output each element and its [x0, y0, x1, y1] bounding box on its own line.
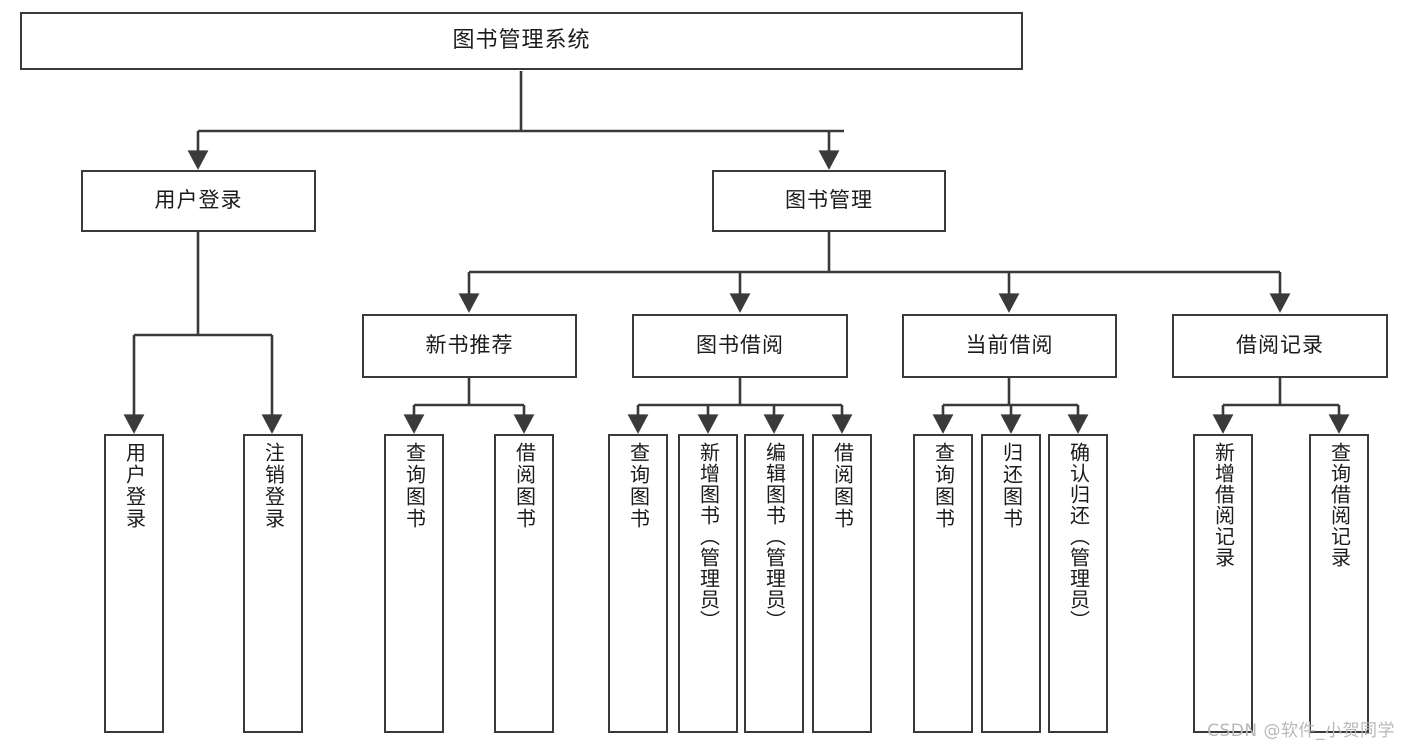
- leaf-label: 查询借阅记录: [1327, 442, 1352, 568]
- node-label: 用户登录: [154, 188, 243, 213]
- leaf-query-borrow-record[interactable]: 查询借阅记录: [1309, 434, 1369, 733]
- leaf-label: 编辑图书（管理员）: [762, 442, 787, 631]
- node-user-login[interactable]: 用户登录: [81, 170, 316, 232]
- leaf-label: 查询图书: [402, 442, 427, 530]
- node-book-management[interactable]: 图书管理: [712, 170, 946, 232]
- leaf-borrow-book-recommend[interactable]: 借阅图书: [494, 434, 554, 733]
- node-label: 图书管理系统: [452, 27, 591, 53]
- leaf-logout-login[interactable]: 注销登录: [243, 434, 303, 733]
- leaf-add-book-admin[interactable]: 新增图书（管理员）: [678, 434, 738, 733]
- leaf-add-borrow-record[interactable]: 新增借阅记录: [1193, 434, 1253, 733]
- leaf-label: 查询图书: [626, 442, 651, 530]
- leaf-label: 用户登录: [122, 442, 147, 530]
- node-current-borrow[interactable]: 当前借阅: [902, 314, 1117, 378]
- leaf-label: 新增借阅记录: [1211, 442, 1236, 568]
- leaf-label: 借阅图书: [512, 442, 537, 530]
- node-borrow-record[interactable]: 借阅记录: [1172, 314, 1388, 378]
- leaf-label: 借阅图书: [830, 442, 855, 530]
- node-book-borrow[interactable]: 图书借阅: [632, 314, 848, 378]
- leaf-borrow-book[interactable]: 借阅图书: [812, 434, 872, 733]
- node-label: 借阅记录: [1236, 333, 1324, 358]
- leaf-user-login[interactable]: 用户登录: [104, 434, 164, 733]
- leaf-query-book-recommend[interactable]: 查询图书: [384, 434, 444, 733]
- node-label: 新书推荐: [425, 333, 514, 358]
- node-label: 图书管理: [785, 188, 873, 213]
- leaf-return-book[interactable]: 归还图书: [981, 434, 1041, 733]
- leaf-label: 新增图书（管理员）: [696, 442, 721, 631]
- node-root-system[interactable]: 图书管理系统: [20, 12, 1023, 70]
- leaf-query-book-current[interactable]: 查询图书: [913, 434, 973, 733]
- leaf-edit-book-admin[interactable]: 编辑图书（管理员）: [744, 434, 804, 733]
- leaf-label: 归还图书: [999, 442, 1024, 530]
- watermark: CSDN @软件_小贺同学: [1207, 721, 1395, 741]
- node-label: 图书借阅: [696, 333, 784, 358]
- node-label: 当前借阅: [965, 333, 1054, 358]
- leaf-label: 注销登录: [261, 442, 286, 530]
- leaf-label: 确认归还（管理员）: [1066, 442, 1091, 631]
- leaf-confirm-return-admin[interactable]: 确认归还（管理员）: [1048, 434, 1108, 733]
- leaf-query-book-borrow[interactable]: 查询图书: [608, 434, 668, 733]
- node-new-book-recommend[interactable]: 新书推荐: [362, 314, 577, 378]
- leaf-label: 查询图书: [931, 442, 956, 530]
